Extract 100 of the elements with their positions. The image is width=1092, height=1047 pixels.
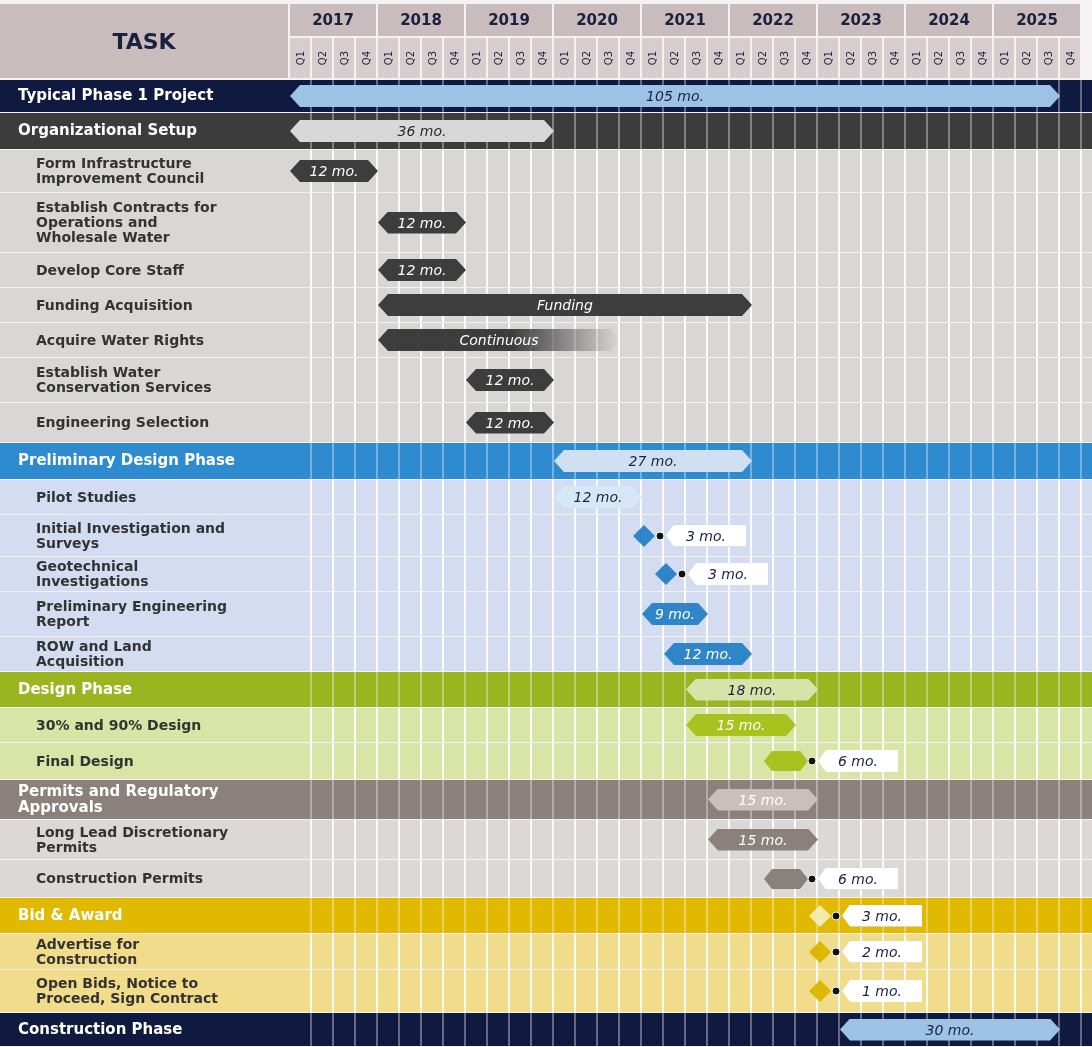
task-row <box>0 323 1092 357</box>
duration-bar: 18 mo. <box>686 678 818 701</box>
year-header: 2025 <box>994 4 1080 36</box>
phase-name: Organizational Setup <box>18 123 198 139</box>
year-header: 2019 <box>466 4 552 36</box>
year-header: 2020 <box>554 4 640 36</box>
quarter-header: Q1 <box>290 38 310 78</box>
task-name: Engineering Selection <box>36 415 210 430</box>
task-name: Advertise for Construction <box>36 936 141 967</box>
quarter-header: Q3 <box>950 38 970 78</box>
quarter-header: Q2 <box>752 38 772 78</box>
phase-name: Permits and Regulatory Approvals <box>18 783 220 816</box>
duration-tag: 3 mo. <box>666 524 746 547</box>
quarter-header: Q1 <box>730 38 750 78</box>
year-header: 2022 <box>730 4 816 36</box>
duration-bar: 12 mo. <box>378 259 466 281</box>
task-name: Geotechnical Investigations <box>36 559 150 589</box>
column-header: TASK <box>0 4 288 78</box>
year-header: 2021 <box>642 4 728 36</box>
task-name: Initial Investigation and Surveys <box>36 520 227 551</box>
duration-bar: 27 mo. <box>554 450 752 472</box>
duration-bar: 9 mo. <box>642 603 708 625</box>
task-name: Develop Core Staff <box>36 262 184 278</box>
phase-name: Construction Phase <box>18 1021 183 1038</box>
task-name: Funding Acquisition <box>36 297 193 313</box>
task-name: Construction Permits <box>36 871 204 886</box>
quarter-header: Q4 <box>1060 38 1080 78</box>
quarter-header: Q2 <box>312 38 332 78</box>
quarter-header: Q3 <box>334 38 354 78</box>
task-row <box>0 193 1092 252</box>
quarter-header: Q4 <box>356 38 376 78</box>
task-row <box>0 592 1092 636</box>
quarter-header: Q4 <box>444 38 464 78</box>
phase-band <box>0 780 1092 819</box>
task-name: Acquire Water Rights <box>36 332 205 348</box>
quarter-header: Q2 <box>1016 38 1036 78</box>
quarter-header: Q2 <box>664 38 684 78</box>
task-name: ROW and Land Acquisition <box>36 639 153 669</box>
task-name: Preliminary Engineering Report <box>36 599 228 629</box>
task-row <box>0 820 1092 859</box>
task-row <box>0 288 1092 322</box>
duration-bar: 12 mo. <box>466 411 554 434</box>
quarter-header: Q3 <box>1038 38 1058 78</box>
phase-band <box>0 443 1092 479</box>
task-name: 30% and 90% Design <box>36 717 202 733</box>
phase-name: Typical Phase 1 Project <box>18 88 214 104</box>
task-row <box>0 557 1092 591</box>
task-row <box>0 743 1092 779</box>
duration-tag: 1 mo. <box>842 980 922 1002</box>
duration-bar: Funding <box>378 294 752 316</box>
phase-band <box>0 113 1092 149</box>
quarter-header: Q4 <box>884 38 904 78</box>
task-row <box>0 480 1092 514</box>
duration-tag: 2 mo. <box>842 940 922 963</box>
quarter-header: Q4 <box>532 38 552 78</box>
quarter-header: Q1 <box>642 38 662 78</box>
task-name: Pilot Studies <box>36 489 137 505</box>
duration-bar: 15 mo. <box>708 788 818 811</box>
duration-bar: 15 mo. <box>686 714 796 736</box>
quarter-header: Q1 <box>378 38 398 78</box>
duration-tag: 6 mo. <box>818 750 898 772</box>
duration-tag: 3 mo. <box>688 563 768 585</box>
duration-bar: 30 mo. <box>840 1018 1060 1041</box>
phase-band <box>0 80 1092 112</box>
duration-tag: 6 mo. <box>818 867 898 890</box>
phase-band <box>0 898 1092 933</box>
task-row <box>0 515 1092 556</box>
quarter-header: Q1 <box>994 38 1014 78</box>
phase-name: Preliminary Design Phase <box>18 453 236 469</box>
quarter-header: Q2 <box>576 38 596 78</box>
task-row <box>0 358 1092 402</box>
quarter-header: Q1 <box>554 38 574 78</box>
quarter-header: Q2 <box>488 38 508 78</box>
duration-bar: 12 mo. <box>554 486 642 508</box>
phase-band <box>0 1013 1092 1046</box>
year-header: 2018 <box>378 4 464 36</box>
year-header: 2023 <box>818 4 904 36</box>
task-row <box>0 637 1092 671</box>
duration-bar: 36 mo. <box>290 120 554 142</box>
quarter-header: Q3 <box>686 38 706 78</box>
task-row <box>0 403 1092 442</box>
quarter-header: Q3 <box>598 38 618 78</box>
year-header: 2017 <box>290 4 376 36</box>
duration-bar: 105 mo. <box>290 85 1060 107</box>
duration-bar: 15 mo. <box>708 828 818 851</box>
task-row <box>0 253 1092 287</box>
quarter-header: Q4 <box>708 38 728 78</box>
quarter-header: Q4 <box>972 38 992 78</box>
duration-tag: 3 mo. <box>842 904 922 927</box>
year-header: 2024 <box>906 4 992 36</box>
duration-bar: Continuous <box>378 329 620 351</box>
task-name: Open Bids, Notice to Proceed, Sign Contract <box>36 976 219 1006</box>
quarter-header: Q3 <box>422 38 442 78</box>
phase-name: Design Phase <box>18 681 133 698</box>
duration-bar: 12 mo. <box>290 160 378 182</box>
quarter-header: Q1 <box>466 38 486 78</box>
quarter-header: Q2 <box>928 38 948 78</box>
quarter-header: Q2 <box>400 38 420 78</box>
task-row <box>0 708 1092 742</box>
quarter-header: Q3 <box>862 38 882 78</box>
